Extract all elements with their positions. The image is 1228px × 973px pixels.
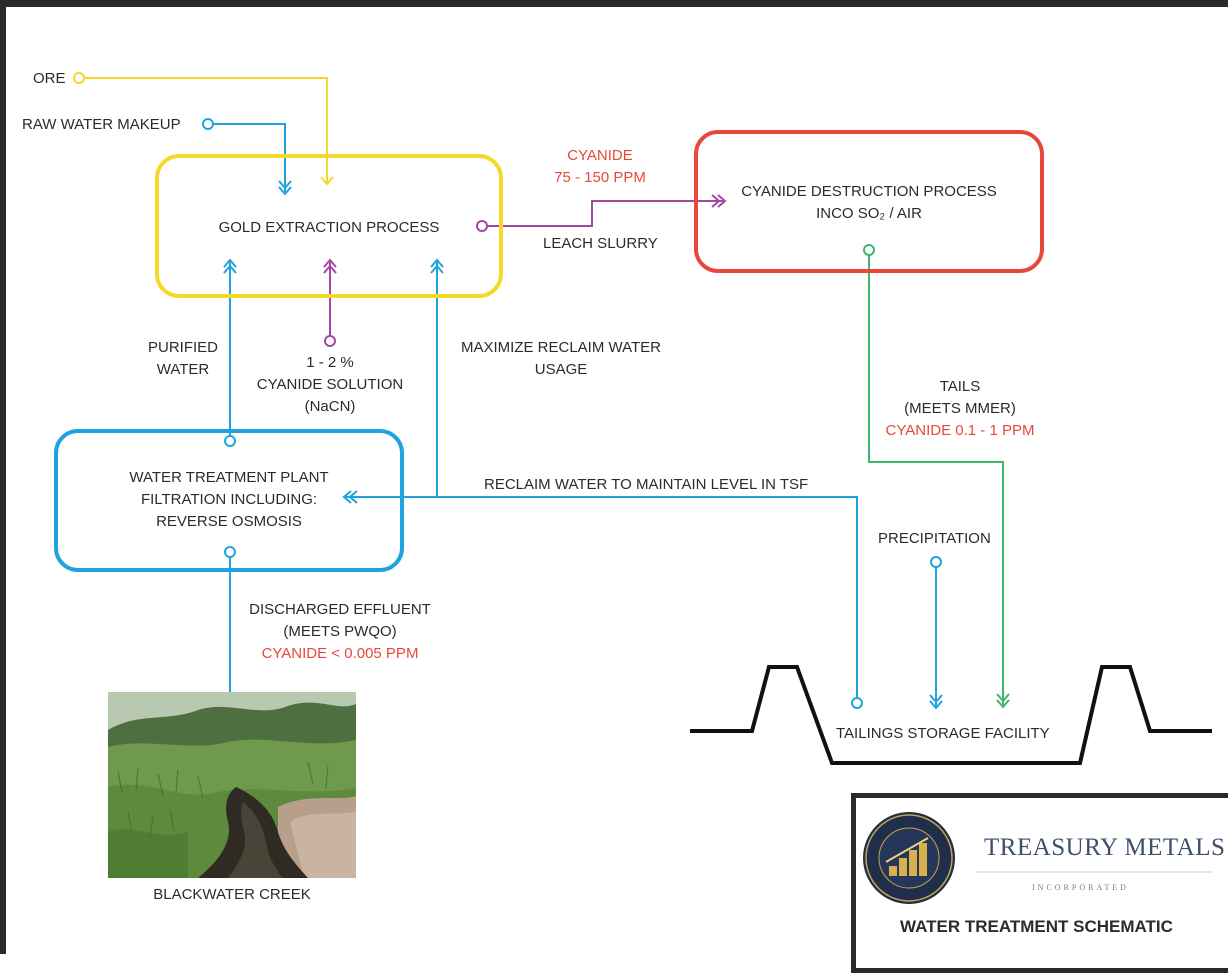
effluent-line2: (MEETS PWQO) bbox=[283, 623, 397, 640]
maximize-reclaim-label: MAXIMIZE RECLAIM WATER USAGE bbox=[446, 337, 676, 381]
tails-flow bbox=[863, 244, 1010, 708]
cyanide-solution-line3: (NaCN) bbox=[304, 398, 356, 415]
cyanide-concentration-line2: 75 - 150 PPM bbox=[554, 169, 646, 186]
tails-line1: TAILS bbox=[939, 378, 981, 395]
cyanide-solution-line1: 1 - 2 % bbox=[306, 354, 354, 371]
ore-flow bbox=[73, 72, 334, 186]
cyanide-destruction-label: CYANIDE DESTRUCTION PROCESS INCO SO₂ / A… bbox=[694, 181, 1044, 225]
company-name: TREASURY METALS bbox=[984, 834, 1226, 861]
raw-water-flow bbox=[202, 118, 292, 195]
maximize-reclaim-line2: USAGE bbox=[534, 361, 588, 378]
reclaim-level-label: RECLAIM WATER TO MAINTAIN LEVEL IN TSF bbox=[484, 476, 809, 493]
effluent-label: DISCHARGED EFFLUENT (MEETS PWQO) CYANIDE… bbox=[228, 599, 452, 665]
cyanide-destruction-box bbox=[694, 130, 1044, 273]
gold-extraction-label: GOLD EXTRACTION PROCESS bbox=[218, 219, 440, 236]
company-subtitle: INCORPORATED bbox=[1032, 883, 1129, 892]
tails-label: TAILS (MEETS MMER) CYANIDE 0.1 - 1 PPM bbox=[872, 376, 1048, 442]
cyanide-destruction-line2: INCO SO₂ / AIR bbox=[816, 205, 922, 222]
cyanide-solution-flow bbox=[323, 259, 337, 347]
water-treatment-line3: REVERSE OSMOSIS bbox=[156, 513, 302, 530]
tails-line3: CYANIDE 0.1 - 1 PPM bbox=[885, 422, 1035, 439]
effluent-line3: CYANIDE < 0.005 PPM bbox=[261, 645, 419, 662]
leach-slurry-flow bbox=[476, 194, 726, 232]
water-treatment-box bbox=[54, 429, 404, 572]
blackwater-creek-caption: BLACKWATER CREEK bbox=[153, 886, 311, 903]
purified-water-line2: WATER bbox=[156, 361, 210, 378]
reclaim-water-flow bbox=[343, 259, 863, 709]
blackwater-creek-photo bbox=[108, 692, 356, 878]
raw-water-makeup-label: RAW WATER MAKEUP bbox=[22, 116, 181, 133]
cyanide-solution-label: 1 - 2 % CYANIDE SOLUTION (NaCN) bbox=[244, 352, 416, 418]
purified-water-flow bbox=[223, 259, 237, 447]
maximize-reclaim-line1: MAXIMIZE RECLAIM WATER bbox=[460, 339, 661, 356]
water-treatment-line1: WATER TREATMENT PLANT bbox=[129, 469, 329, 486]
cyanide-destruction-line1: CYANIDE DESTRUCTION PROCESS bbox=[741, 183, 997, 200]
schematic-title: WATER TREATMENT SCHEMATIC bbox=[900, 917, 1173, 936]
purified-water-label: PURIFIED WATER bbox=[138, 337, 228, 381]
cyanide-concentration-line1: CYANIDE bbox=[567, 147, 633, 164]
precipitation-label: PRECIPITATION bbox=[878, 530, 991, 547]
tailings-storage-label: TAILINGS STORAGE FACILITY bbox=[836, 725, 1050, 742]
tails-line2: (MEETS MMER) bbox=[904, 400, 1016, 417]
gold-extraction-box bbox=[155, 154, 503, 298]
water-treatment-label: WATER TREATMENT PLANT FILTRATION INCLUDI… bbox=[54, 467, 404, 533]
effluent-line1: DISCHARGED EFFLUENT bbox=[249, 601, 431, 618]
purified-water-line1: PURIFIED bbox=[147, 339, 218, 356]
precipitation-flow bbox=[929, 556, 943, 709]
ore-label: ORE bbox=[33, 70, 66, 87]
cyanide-solution-line2: CYANIDE SOLUTION bbox=[256, 376, 404, 393]
tailings-embankment-shape bbox=[690, 665, 1212, 765]
water-treatment-line2: FILTRATION INCLUDING: bbox=[140, 491, 318, 508]
cyanide-concentration-label: CYANIDE 75 - 150 PPM bbox=[540, 145, 660, 189]
ore-arrow-icon bbox=[320, 176, 334, 186]
leach-slurry-label: LEACH SLURRY bbox=[543, 235, 658, 252]
